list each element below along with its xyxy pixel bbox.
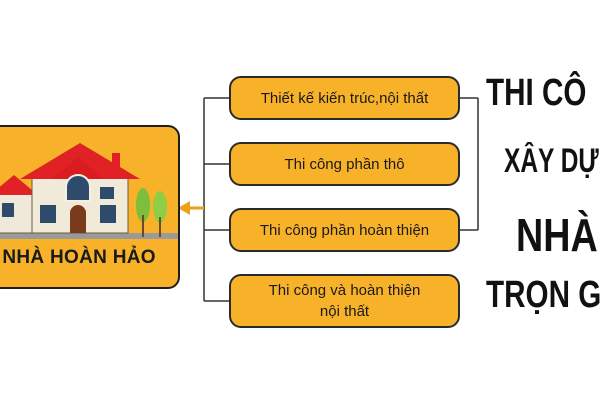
arrow-left-icon bbox=[178, 201, 204, 215]
house-card: ÔI NHÀ HOÀN HẢO bbox=[0, 125, 180, 289]
tree-icon bbox=[136, 188, 167, 237]
step-interior-finishing: Thi công và hoàn thiện nội thất bbox=[229, 274, 460, 328]
house-card-title: ÔI NHÀ HOÀN HẢO bbox=[0, 247, 156, 268]
headline-line-3: NHÀ bbox=[516, 209, 598, 261]
step-rough-construction: Thi công phần thô bbox=[229, 142, 460, 186]
headline-line-2: XÂY DỰ bbox=[504, 142, 599, 180]
step-finishing-construction: Thi công phần hoàn thiện bbox=[229, 208, 460, 252]
headline-line-1: THI CÔ bbox=[486, 72, 587, 114]
step-architecture-design: Thiết kế kiến trúc,nội thất bbox=[229, 76, 460, 120]
headline-line-4: TRỌN G bbox=[486, 274, 600, 316]
house-illustration-icon bbox=[0, 143, 178, 239]
